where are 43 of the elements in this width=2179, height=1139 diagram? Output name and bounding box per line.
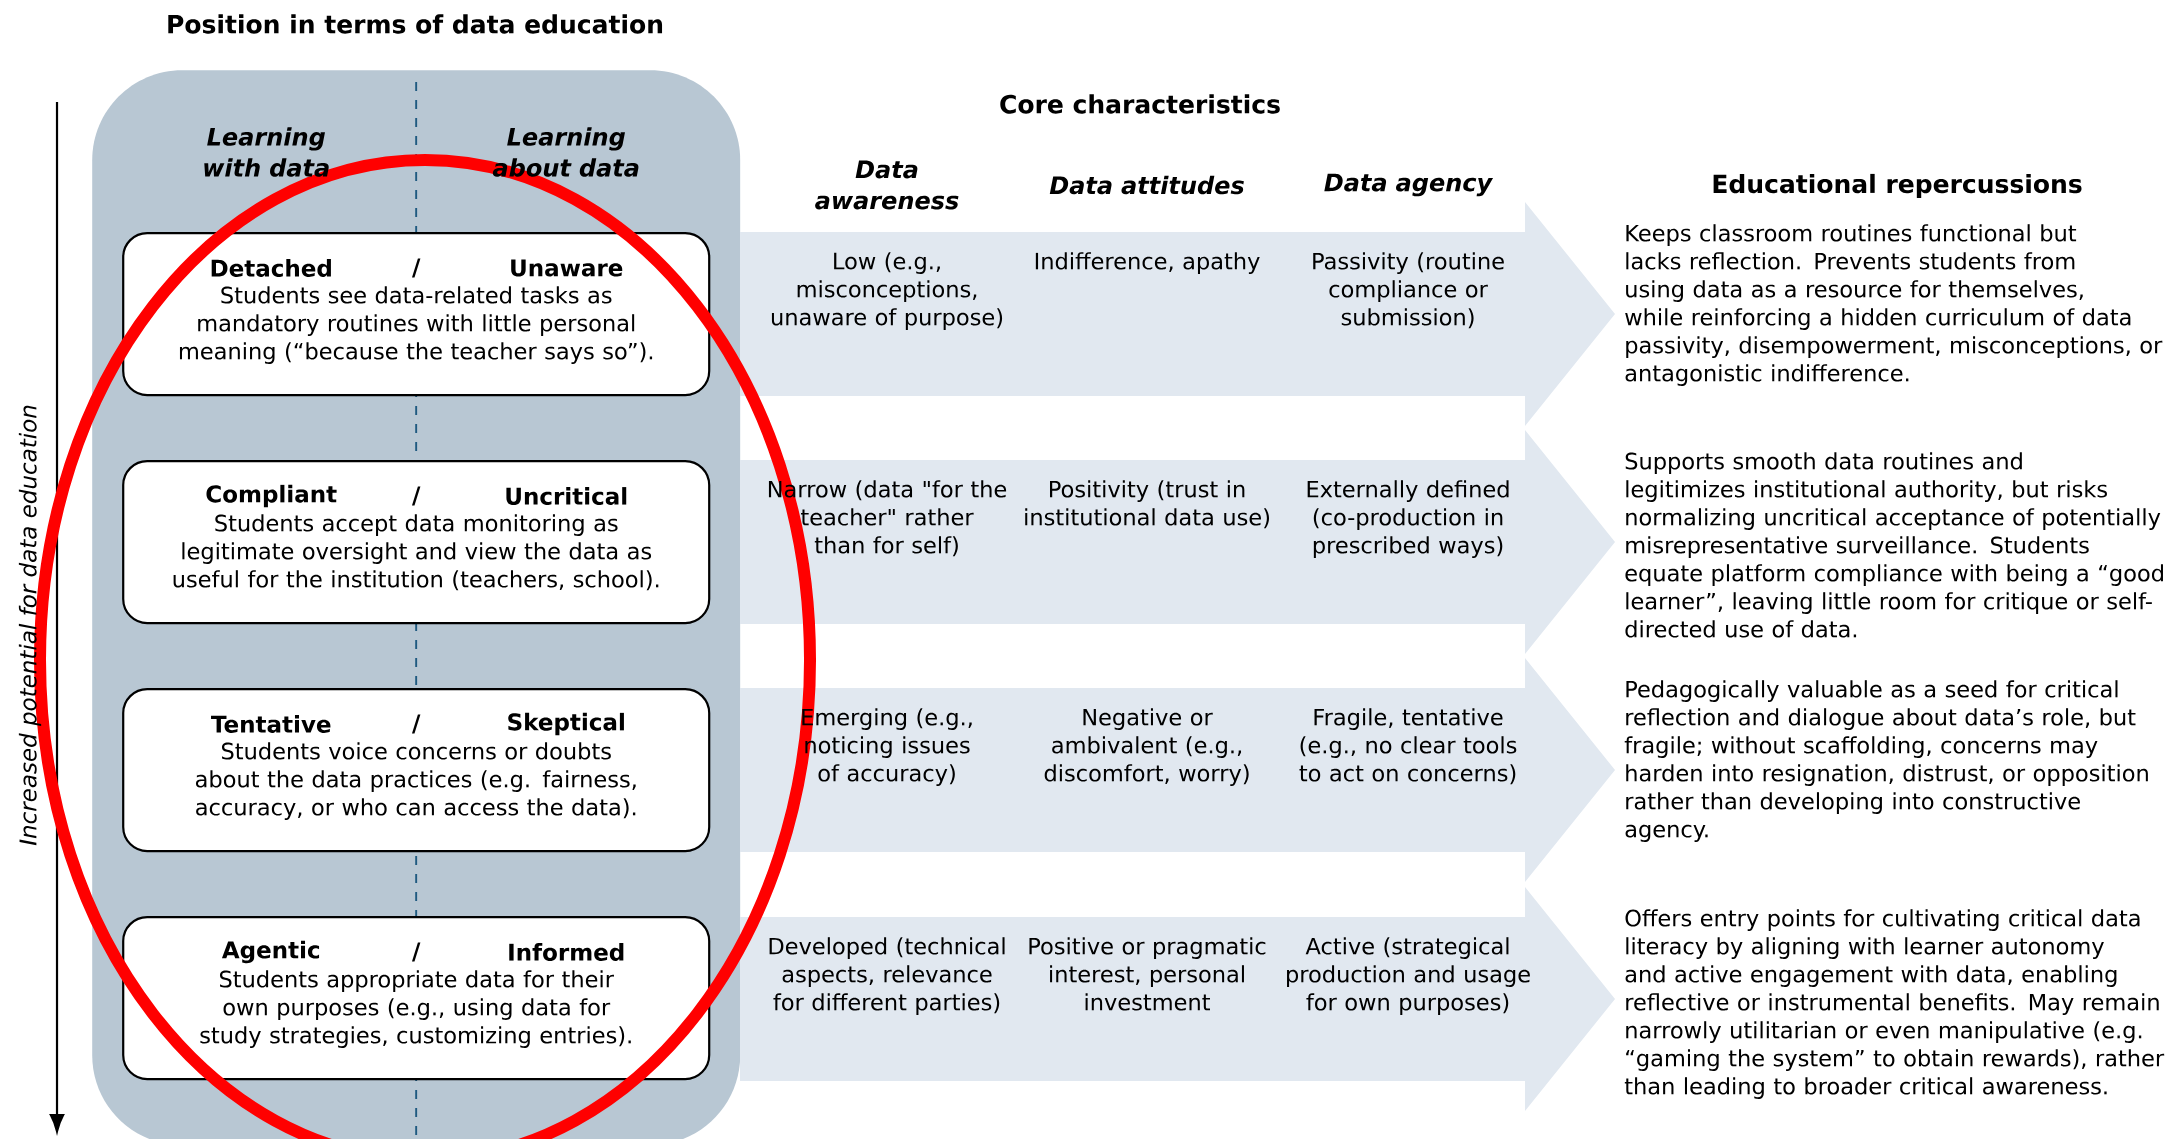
- column-heading: Learning with data: [204, 127, 329, 177]
- description: Students appropriate data for their own purposes (e.g., using data for study strategies, customizing entries).: [200, 970, 631, 1048]
- level-box: [122, 688, 711, 853]
- repercussion-text: Pedagogically valuable as a seed for critical reflection and dialogue about data’s role, but fragile; without scaffolding, concerns may harden into resignation, distrust, or opposition rather than developing into constructive agency.: [1624, 680, 2148, 842]
- level-box: [122, 460, 711, 625]
- description: Students accept data monitoring as legitimate oversight and view the data as useful for the institution (teachers, school).: [173, 514, 659, 591]
- cell-text: Developed (technical aspects, relevance for different parties): [769, 937, 1005, 1015]
- arrow-band: [740, 430, 1615, 654]
- level-box: [122, 916, 711, 1081]
- level-box: [122, 232, 711, 397]
- description: Students see data-related tasks as mandatory routines with little personal meaning (“because the teacher says so”).: [179, 286, 653, 364]
- cell-text: Positivity (trust in institutional data use): [1025, 480, 1269, 529]
- cell-text: Indifference, apathy: [1035, 252, 1260, 274]
- level-name: Uncritical: [506, 487, 627, 505]
- level-name: Unaware: [511, 259, 623, 277]
- section-heading: Educational repercussions: [1713, 173, 2082, 199]
- cell-text: Low (e.g., misconceptions, unaware of purpose): [771, 252, 1003, 330]
- axis-label: Increased potential for data education: [18, 405, 42, 846]
- level-name: /: [412, 942, 421, 962]
- level-name: /: [412, 714, 421, 734]
- description: Students voice concerns or doubts about the data practices (e.g. fairness, accuracy, or who can access the data).: [195, 742, 636, 820]
- level-name: Compliant: [206, 484, 337, 508]
- title: Position in terms of data education: [168, 14, 663, 34]
- level-name: Tentative: [211, 715, 331, 733]
- level-name: Skeptical: [508, 712, 624, 736]
- cell-text: Active (strategical production and usage for own purposes): [1287, 937, 1530, 1015]
- repercussion-text: Supports smooth data routines and legitimizes institutional authority, but risks normalizing uncritical acceptance of potentially misrepresentative surveillance. Students equate platform compliance with being a “good learner”, leaving little room for critique or self-directed use of data.: [1625, 452, 2163, 638]
- cell-text: Negative or ambivalent (e.g., discomfort, worry): [1044, 708, 1249, 786]
- level-name: /: [412, 486, 421, 506]
- cell-text: Positive or pragmatic interest, personal investment: [1029, 937, 1266, 1011]
- arrow-band: [740, 658, 1615, 882]
- cell-text: Externally defined (co-production in prescribed ways): [1307, 480, 1509, 558]
- level-name: Agentic: [221, 940, 320, 964]
- cell-text: Passivity (routine compliance or submission): [1313, 252, 1504, 329]
- repercussion-text: Offers entry points for cultivating critical data literacy by aligning with learner autonomy and active engagement with data, enabling reflective or instrumental benefits. May remain narrowly utilitarian or even manipulative (e.g. “gaming the system” to obtain rewards), rather than leading to broader critical awareness.: [1624, 909, 2165, 1099]
- level-name: Informed: [509, 943, 624, 961]
- cell-text: Fragile, tentative (e.g., no clear tools to act on concerns): [1299, 708, 1517, 785]
- level-name: /: [412, 258, 421, 278]
- section-heading: Core characteristics: [1000, 94, 1280, 114]
- repercussion-text: Keeps classroom routines functional but lacks reflection. Prevents students from using data as a resource for themselves, while reinforcing a hidden curriculum of data passivity, disempowerment, misconceptions, or antagonistic indifference.: [1625, 224, 2163, 386]
- arrow-band: [740, 887, 1615, 1111]
- level-name: Detached: [211, 259, 331, 277]
- column-heading: Data awareness: [815, 160, 959, 210]
